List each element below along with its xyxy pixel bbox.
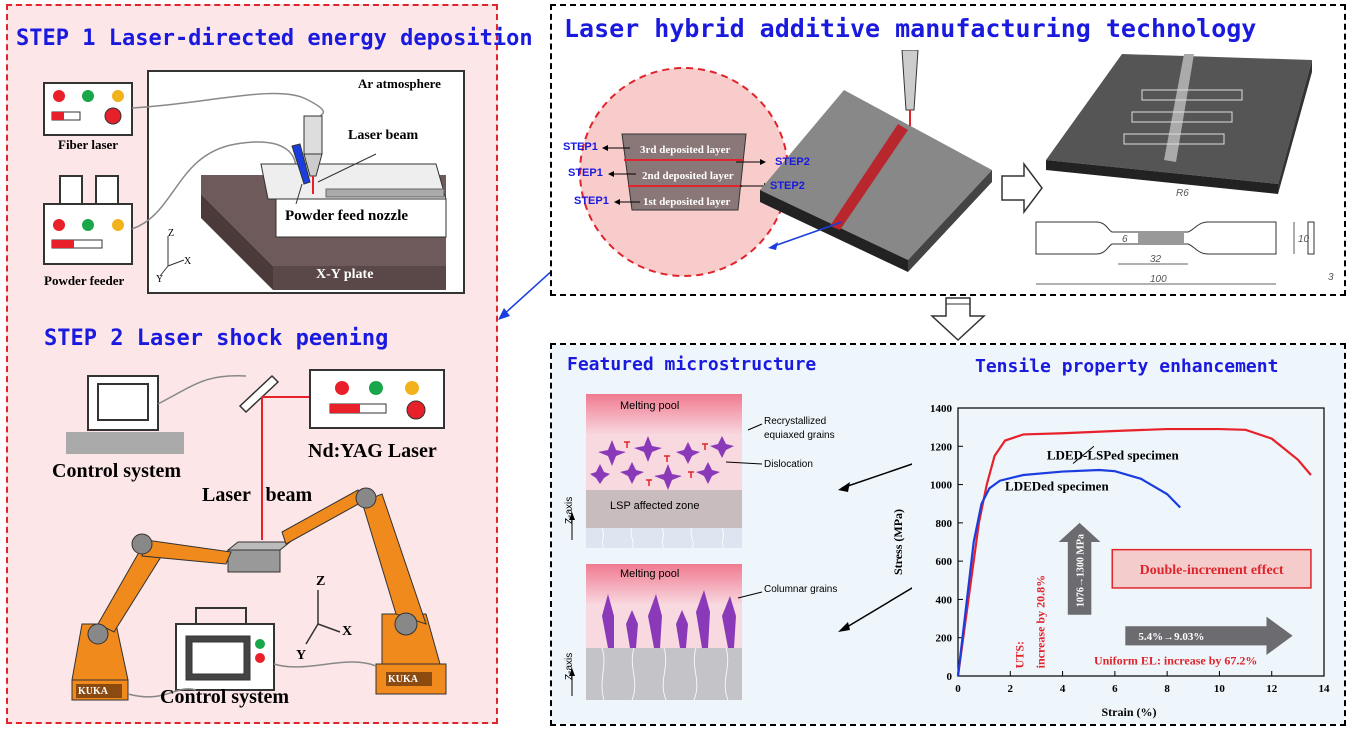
y-tick-label: 1000 (930, 480, 953, 492)
axis-z-label: Z (168, 228, 175, 239)
laser-beam-label: Laser beam (348, 128, 419, 143)
x-tick-label: 8 (1164, 683, 1170, 695)
recrystallized-label: Recrystallized (764, 416, 827, 427)
powder-feeder-box (43, 203, 133, 265)
ndyag-box (309, 369, 445, 429)
y-tick-label: 200 (936, 633, 953, 645)
series-line-lded (956, 468, 1182, 677)
z-axis-label-2: Z-axis (564, 652, 575, 680)
step2-marker-a: STEP2 (775, 156, 810, 168)
control-system-label-1: Control system (52, 460, 182, 482)
step1-marker-a: STEP1 (563, 141, 598, 153)
uts-label: UTS: (1012, 641, 1026, 668)
laser-beam-label-2: Laser beam (202, 484, 313, 506)
dim-6: 6 (1122, 234, 1128, 245)
x-axis-label: Strain (%) (1102, 705, 1157, 719)
y-tick-label: 400 (936, 594, 953, 606)
dim-100: 100 (1150, 274, 1167, 285)
x-tick-label: 0 (955, 683, 961, 695)
layer3-label: 3rd deposited layer (640, 144, 731, 156)
el-arrow (1125, 616, 1293, 655)
dim-32: 32 (1150, 254, 1162, 265)
x-tick-label: 2 (1008, 683, 1014, 695)
step1-step2-illustration (43, 70, 465, 701)
hybrid-illustration (579, 50, 1315, 285)
el-value-label: 5.4%→9.03% (1138, 631, 1204, 643)
axis-y-label-2: Y (296, 648, 307, 663)
melting-pool-label-2: Melting pool (620, 568, 680, 580)
kuka-label-2: KUKA (388, 674, 418, 685)
ar-atmosphere-label: Ar atmosphere (358, 76, 441, 91)
label-leader (1072, 445, 1095, 464)
microstructure-title: Featured microstructure (567, 354, 817, 375)
ndyag-label: Nd:YAG Laser (308, 440, 437, 462)
uts-arrow (1058, 522, 1101, 615)
x-tick-label: 12 (1266, 683, 1278, 695)
powder-feed-nozzle-label: Powder feed nozzle (285, 208, 409, 224)
plot-frame (957, 407, 1325, 677)
down-arrow (930, 297, 986, 342)
series-label-lded: LDEDed specimen (1005, 478, 1109, 493)
x-tick-label: 10 (1214, 683, 1226, 695)
equiaxed-label: equiaxed grains (764, 430, 835, 441)
stress-strain-chart: 0 2 4 6 8 10 12 14 0 200 400 600 800 1000 1200 1400Stra… (891, 403, 1331, 719)
y-tick-label: 600 (936, 556, 953, 568)
y-tick-label: 0 (947, 671, 953, 683)
powder-feeder-label: Powder feeder (44, 273, 125, 288)
step1-marker-b: STEP1 (568, 167, 603, 179)
dislocation-label: Dislocation (764, 459, 813, 470)
y-tick-label: 800 (936, 518, 953, 530)
axis-x-label: X (184, 256, 192, 267)
uts-mpa-label: 1076→1300 MPa (1075, 534, 1086, 607)
layer1-label: 1st deposited layer (643, 196, 731, 208)
z-axis-label-1: Z-axis (564, 496, 575, 524)
uniform-el-label: Uniform EL: increase by 67.2% (1094, 654, 1257, 668)
x-tick-label: 4 (1060, 683, 1066, 695)
xy-plate-label: X-Y plate (316, 267, 374, 282)
series-label-lded-lsped: LDED-LSPed specimen (1047, 448, 1180, 463)
x-tick-label: 14 (1319, 683, 1331, 695)
kuka-label-1: KUKA (78, 686, 108, 697)
laser-hybrid-title: Laser hybrid additive manufacturing tech… (564, 14, 1257, 43)
y-tick-label: 1200 (930, 441, 953, 453)
x-tick-label: 6 (1112, 683, 1118, 695)
y-axis-label: Stress (MPa) (891, 509, 905, 575)
r6-dim: R6 (1176, 188, 1189, 199)
step2-title: STEP 2 Laser shock peening (44, 326, 389, 351)
axis-x-label-2: X (342, 624, 353, 639)
axis-z-label-2: Z (316, 574, 326, 589)
layer2-label: 2nd deposited layer (642, 170, 734, 182)
step2-marker-b: STEP2 (770, 180, 805, 192)
fiber-laser-label: Fiber laser (58, 137, 119, 152)
dim-10: 10 (1298, 234, 1310, 245)
melting-pool-label-1: Melting pool (620, 400, 680, 412)
axis-y-label: Y (156, 274, 164, 285)
double-increment-label: Double-increment effect (1140, 563, 1284, 578)
step1-marker-c: STEP1 (574, 195, 609, 207)
columnar-label: Columnar grains (764, 584, 838, 595)
microstructure-illustration (569, 394, 912, 701)
lsp-zone-label: LSP affected zone (610, 500, 700, 512)
double-increment-box (1111, 548, 1312, 589)
control-system-label-2: Control system (160, 686, 290, 708)
series-line-lded-lsped (956, 427, 1312, 677)
step1-title: STEP 1 Laser-directed energy deposition (16, 26, 533, 51)
y-tick-label: 1400 (930, 403, 953, 415)
tensile-title: Tensile property enhancement (975, 356, 1279, 377)
uts-increase-label: increase by 20.8% (1033, 575, 1047, 668)
dim-3: 3 (1328, 272, 1334, 283)
